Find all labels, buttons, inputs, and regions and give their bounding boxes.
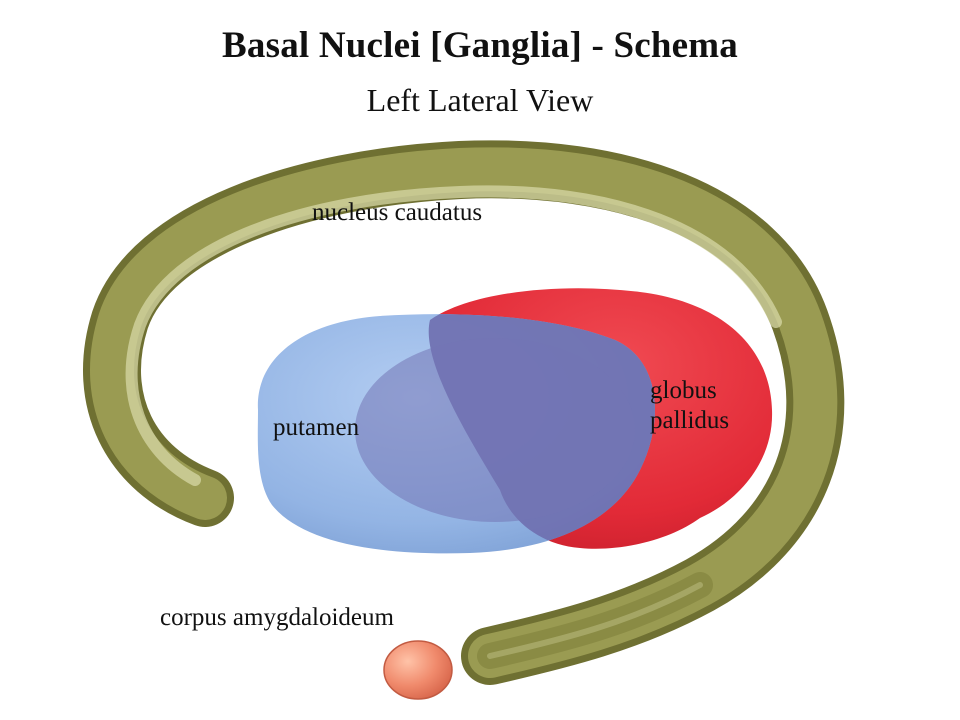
nucleus-caudatus-shape <box>83 140 845 685</box>
diagram-title: Basal Nuclei [Ganglia] - Schema <box>222 25 738 66</box>
diagram-subtitle: Left Lateral View <box>366 82 594 118</box>
label-globus-line1: globus <box>650 377 717 404</box>
corpus-amygdaloideum-shape <box>383 640 453 700</box>
label-globus-line2: pallidus <box>650 407 730 434</box>
label-putamen: putamen <box>273 414 360 441</box>
label-corpus-amygdaloideum: corpus amygdaloideum <box>160 604 394 631</box>
label-nucleus-caudatus: nucleus caudatus <box>312 199 483 226</box>
label-globus-pallidus: globus pallidus <box>650 376 729 436</box>
